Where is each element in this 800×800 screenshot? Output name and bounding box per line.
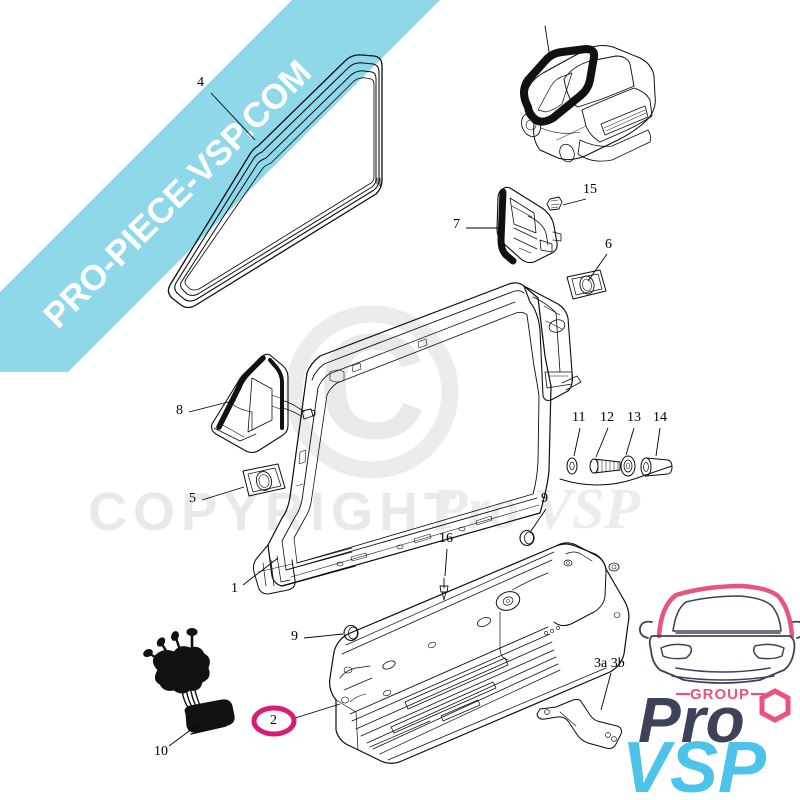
callout-label-14[interactable]: 14	[653, 410, 667, 425]
part-4-window-seal	[167, 54, 383, 309]
leader-10	[168, 725, 197, 747]
leader-15	[562, 198, 587, 206]
leader-11	[573, 427, 581, 457]
callout-label-2[interactable]: 2	[270, 713, 277, 728]
leader-5	[201, 486, 245, 501]
leader-1	[242, 557, 279, 586]
callout-label-5[interactable]: 5	[189, 491, 196, 506]
part-6-grommet-plate	[566, 269, 607, 300]
leader-14	[655, 427, 661, 457]
callout-2-highlight-ring	[251, 705, 297, 737]
part-15-clip-nut	[546, 196, 563, 211]
callout-label-3a3b[interactable]: 3a 3b	[594, 656, 625, 671]
fasteners-group	[559, 455, 673, 486]
watermark-diagonal-band	[0, 0, 440, 372]
svg-text:C: C	[318, 302, 426, 470]
callout-label-15[interactable]: 15	[583, 182, 597, 197]
leader-13	[625, 427, 635, 456]
part-10-wiring-harness	[143, 628, 235, 735]
logo-vsp-text: VSP	[622, 728, 767, 800]
callout-label-12[interactable]: 12	[600, 410, 614, 425]
part-8-corner-trim	[210, 353, 316, 454]
callout-label-9-top[interactable]: 9	[541, 491, 548, 506]
callout-label-16[interactable]: 16	[439, 531, 453, 546]
logo-group-ribbon: GROUP	[676, 686, 765, 703]
part-5-grommet-plate	[242, 463, 286, 497]
callout-label-6[interactable]: 6	[605, 237, 612, 252]
leader-3a3b	[600, 672, 612, 711]
leader-16	[444, 548, 448, 577]
logo-car-icon	[639, 583, 800, 684]
callout-label-9-bottom[interactable]: 9	[291, 629, 298, 644]
logo-group-label: GROUP	[690, 686, 750, 703]
part-9-plug-top	[519, 529, 535, 547]
watermark-brand-text: Pro VSP	[431, 476, 640, 541]
callout-label-11[interactable]: 11	[572, 410, 586, 425]
callout-label-7[interactable]: 7	[453, 217, 460, 232]
part-1-frame-structure	[252, 282, 582, 595]
callout-label-8[interactable]: 8	[176, 403, 183, 418]
vehicle-thumbnail	[520, 25, 656, 163]
callout-label-4[interactable]: 4	[197, 75, 204, 90]
callout-label-10[interactable]: 10	[154, 744, 168, 759]
leader-8	[188, 399, 237, 413]
logo-hex-accent	[759, 688, 791, 723]
leader-2	[291, 703, 341, 720]
leader-6	[587, 253, 608, 282]
leader-4	[210, 92, 256, 141]
leader-12	[595, 427, 609, 458]
watermark-copyright-text: COPYRIGHT	[88, 482, 463, 542]
logo-pro-text: Pro	[638, 684, 745, 756]
callout-label-1[interactable]: 1	[231, 581, 238, 596]
part-9-plug-bottom	[343, 624, 359, 642]
watermark-copyright-symbol: C	[285, 302, 459, 479]
leader-9-bot	[303, 633, 344, 639]
part-3a-3b-bracket	[536, 698, 622, 749]
leader-9-top	[530, 508, 547, 532]
part-7-corner-trim	[496, 186, 562, 265]
part-2-lower-trim-panel	[329, 542, 630, 764]
callout-label-13[interactable]: 13	[627, 410, 641, 425]
